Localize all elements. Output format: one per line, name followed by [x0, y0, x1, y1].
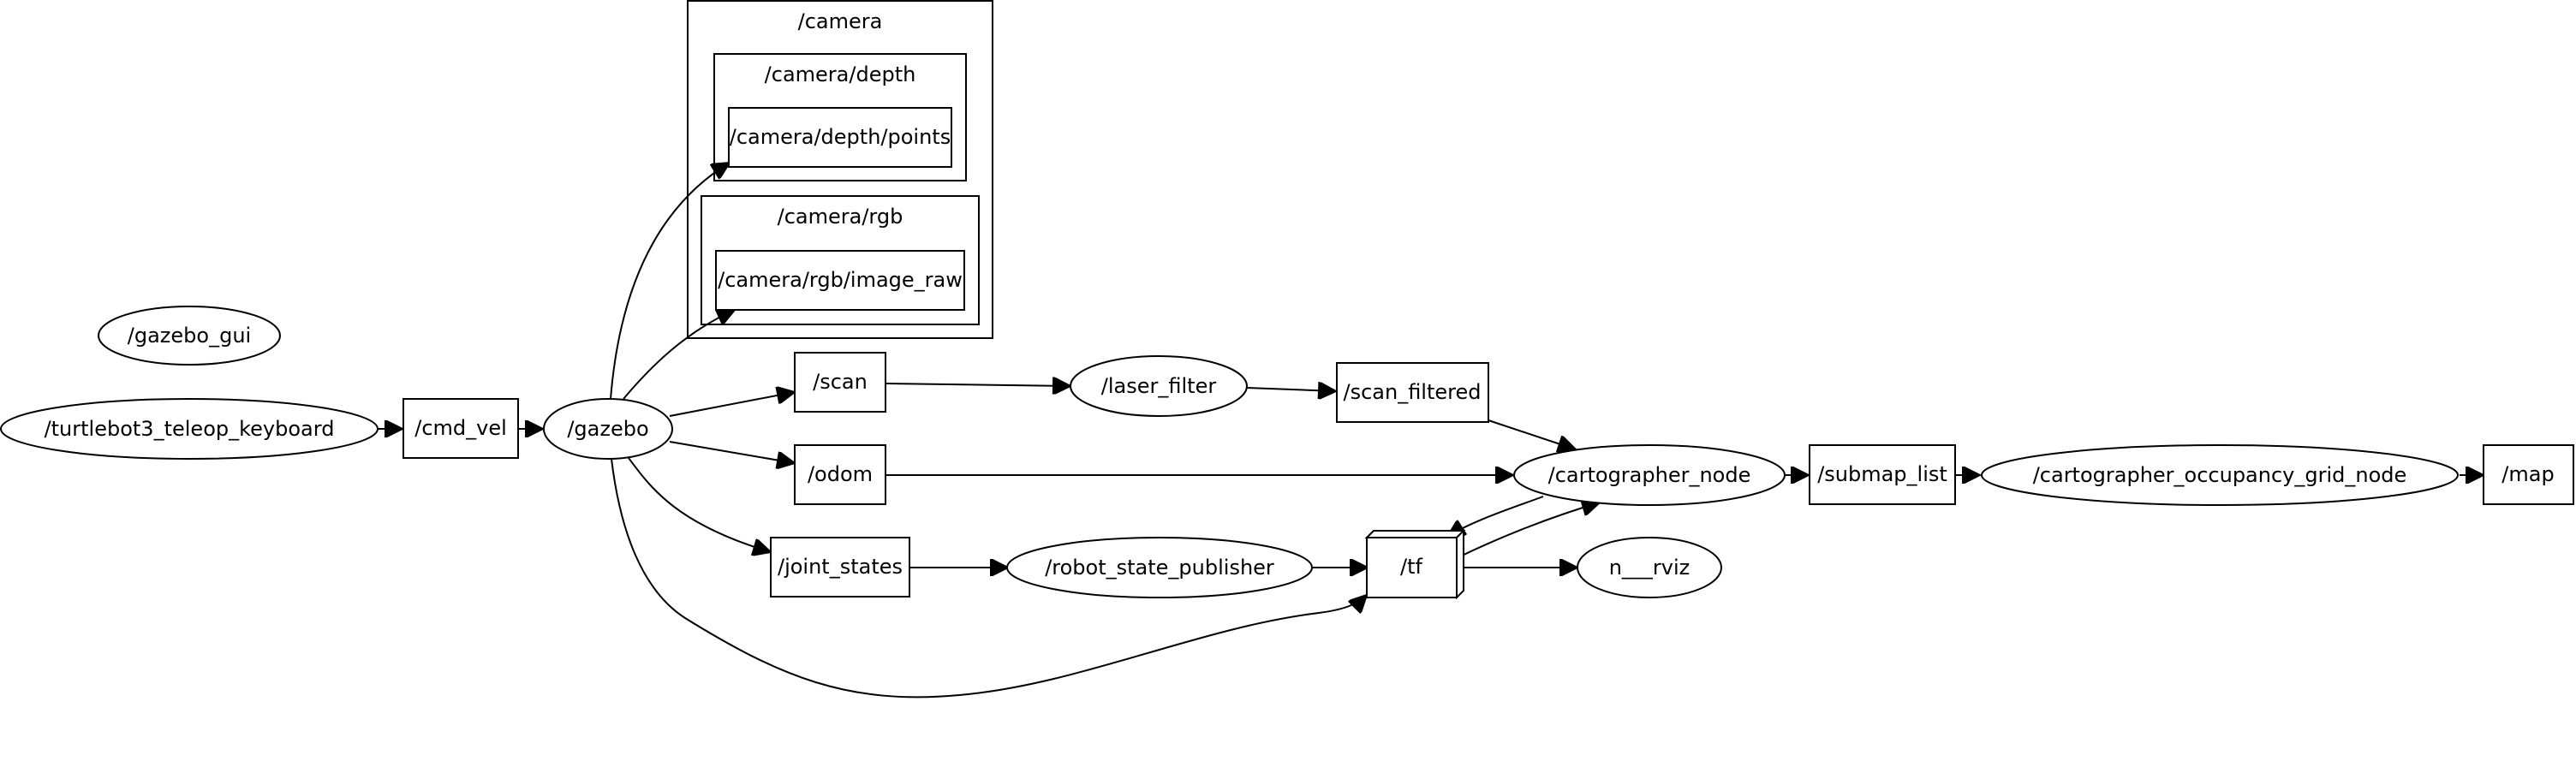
edge-scan-to-laser-filter[interactable]: [885, 384, 1070, 386]
node-teleop-keyboard-label: /turtlebot3_teleop_keyboard: [45, 417, 335, 441]
topic-depth-points-label: /camera/depth/points: [730, 125, 951, 149]
edge-gazebo-to-depth-points[interactable]: [610, 163, 730, 400]
topic-scan-filtered-label: /scan_filtered: [1343, 380, 1481, 404]
topic-joint-states-label: /joint_states: [778, 555, 903, 579]
topic-map-label: /map: [2501, 462, 2554, 486]
node-occupancy-grid-label: /cartographer_occupancy_grid_node: [2033, 463, 2407, 487]
topic-cmd-vel[interactable]: /cmd_vel: [402, 398, 519, 459]
topic-odom-label: /odom: [808, 462, 873, 486]
topic-submap-list-label: /submap_list: [1817, 462, 1947, 486]
topic-scan-filtered[interactable]: /scan_filtered: [1336, 362, 1489, 423]
edge-gazebo-to-rgb-image-raw[interactable]: [623, 310, 735, 400]
node-gazebo-gui-label: /gazebo_gui: [128, 324, 251, 348]
topic-scan[interactable]: /scan: [794, 352, 886, 413]
cluster-camera-depth: /camera/depth: [713, 53, 967, 181]
edge-tf-to-cartographer[interactable]: [1456, 502, 1600, 559]
edge-gazebo-to-odom[interactable]: [669, 441, 795, 463]
node-gazebo-gui[interactable]: /gazebo_gui: [98, 306, 281, 366]
topic-map[interactable]: /map: [2483, 444, 2574, 505]
node-robot-state-publisher-label: /robot_state_publisher: [1045, 556, 1274, 580]
node-cartographer[interactable]: /cartographer_node: [1513, 444, 1786, 506]
topic-rgb-image-raw[interactable]: /camera/rgb/image_raw: [715, 250, 965, 311]
node-laser-filter-label: /laser_filter: [1101, 374, 1217, 398]
topic-tf-label: /tf: [1400, 555, 1422, 579]
edge-laser-filter-to-scan-filtered[interactable]: [1246, 388, 1336, 391]
topic-cmd-vel-label: /cmd_vel: [414, 416, 507, 440]
cluster-camera-depth-label: /camera/depth: [765, 62, 916, 86]
edge-scan-filtered-to-cartographer[interactable]: [1488, 419, 1576, 449]
node-laser-filter[interactable]: /laser_filter: [1070, 355, 1248, 417]
node-teleop-keyboard[interactable]: /turtlebot3_teleop_keyboard: [0, 398, 379, 460]
edge-gazebo-to-scan[interactable]: [669, 392, 795, 417]
node-gazebo[interactable]: /gazebo: [543, 398, 673, 460]
topic-tf[interactable]: /tf: [1364, 528, 1466, 600]
topic-odom[interactable]: /odom: [794, 444, 886, 505]
node-cartographer-label: /cartographer_node: [1548, 463, 1751, 487]
node-rviz[interactable]: n___rviz: [1577, 537, 1722, 598]
edge-gazebo-to-joint-states[interactable]: [628, 457, 771, 552]
edges: [379, 163, 2484, 699]
cluster-camera-rgb: /camera/rgb: [701, 195, 980, 325]
node-robot-state-publisher[interactable]: /robot_state_publisher: [1006, 537, 1313, 598]
cluster-camera: /camera: [687, 0, 993, 339]
topic-rgb-image-raw-label: /camera/rgb/image_raw: [718, 268, 963, 292]
node-rviz-label: n___rviz: [1609, 556, 1690, 580]
cluster-camera-label: /camera: [798, 9, 883, 33]
node-gazebo-label: /gazebo: [567, 417, 648, 441]
topic-joint-states[interactable]: /joint_states: [770, 537, 910, 598]
topic-submap-list[interactable]: /submap_list: [1809, 444, 1956, 505]
node-occupancy-grid[interactable]: /cartographer_occupancy_grid_node: [1981, 444, 2459, 506]
edge-gazebo-to-tf[interactable]: [611, 458, 1367, 699]
cluster-camera-rgb-label: /camera/rgb: [778, 205, 903, 229]
topic-scan-label: /scan: [813, 370, 868, 394]
topic-depth-points[interactable]: /camera/depth/points: [728, 107, 952, 168]
